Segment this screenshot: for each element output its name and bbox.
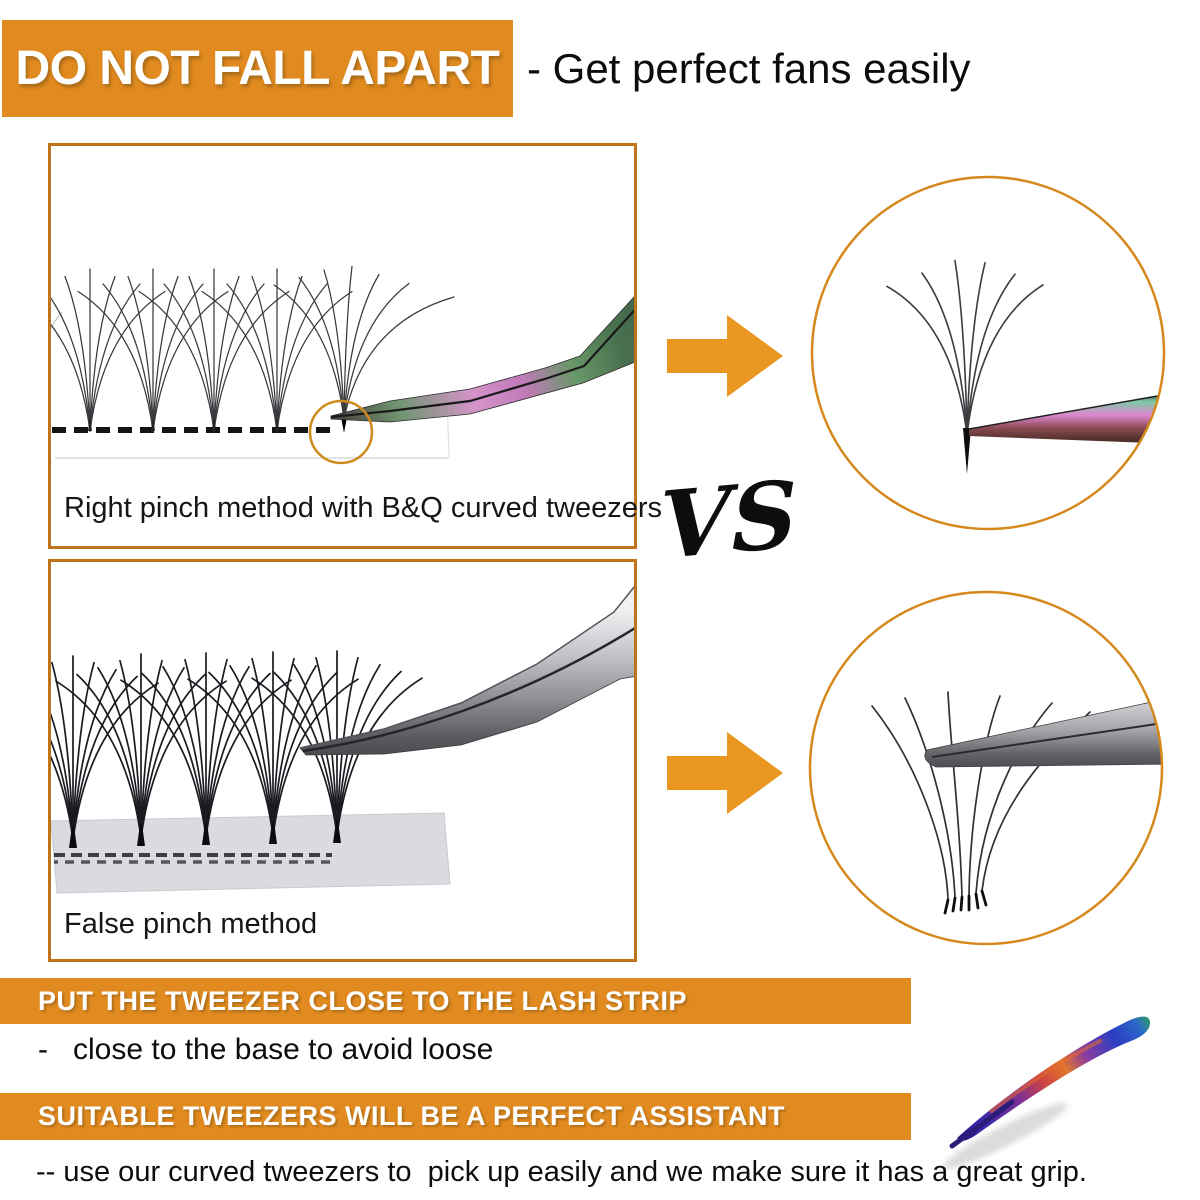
vs-label: VS [659, 459, 799, 581]
false-pinch-caption: False pinch method [64, 908, 318, 940]
rainbow-tweezer-product-photo [942, 1016, 1151, 1170]
header-badge-label: DO NOT FALL APART [15, 42, 500, 95]
header-badge: DO NOT FALL APART [2, 20, 513, 117]
footer-headline-1: PUT THE TWEEZER CLOSE TO THE LASH STRIP [0, 978, 911, 1024]
zoom-circle-false-pinch [808, 590, 1164, 946]
footer-note-1: - close to the base to avoid loose [38, 1033, 494, 1066]
footer-headline-2: SUITABLE TWEEZERS WILL BE A PERFECT ASSI… [0, 1093, 911, 1140]
right-pinch-panel [48, 143, 637, 549]
false-pinch-panel [48, 559, 637, 962]
arrow-right-icon-2 [667, 732, 783, 814]
arrow-right-icon-1 [667, 315, 783, 397]
right-pinch-caption: Right pinch method with B&Q curved tweez… [64, 492, 662, 524]
rings-arrows-product [667, 175, 1166, 1170]
zoom-circle-right-pinch-content [886, 259, 1164, 474]
footer-note-2: -- use our curved tweezers to pick up ea… [36, 1156, 1087, 1188]
header-tagline: - Get perfect fans easily [527, 44, 971, 92]
zoom-circle-right-pinch [810, 175, 1166, 531]
zoom-circle-false-pinch-content [871, 691, 1162, 915]
